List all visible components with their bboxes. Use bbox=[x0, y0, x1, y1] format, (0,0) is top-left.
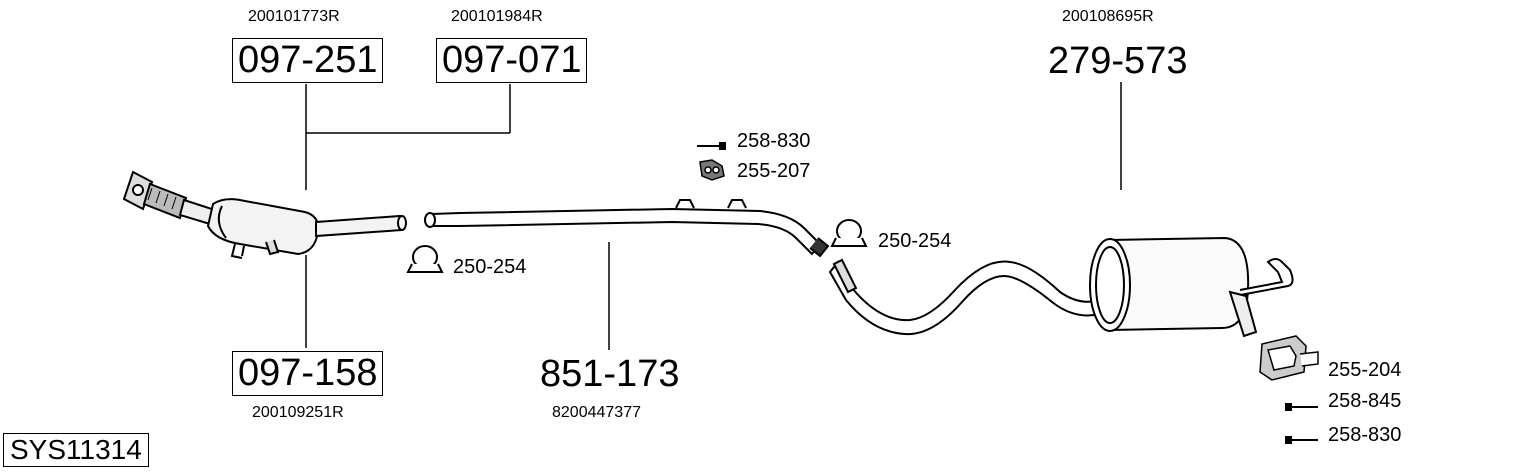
mid-pipe-oem-number: 8200447377 bbox=[552, 404, 641, 421]
rear-silencer-drawing bbox=[828, 236, 1294, 338]
catalytic-converter-drawing bbox=[122, 170, 407, 259]
clamp-right-icon bbox=[830, 219, 868, 247]
system-id-label: SYS11314 bbox=[3, 433, 149, 467]
bolt-top-icon bbox=[697, 142, 726, 150]
bolt-rear-1-part-number[interactable]: 258-845 bbox=[1328, 390, 1402, 412]
rear-silencer-oem-number: 200108695R bbox=[1062, 8, 1154, 25]
middle-pipe-drawing bbox=[424, 199, 830, 258]
bolt-rear-1-icon bbox=[1285, 403, 1318, 411]
bolt-top-part-number[interactable]: 258-830 bbox=[737, 130, 811, 152]
clamp-left-part-number[interactable]: 250-254 bbox=[453, 256, 527, 278]
rubber-top-part-number[interactable]: 255-207 bbox=[737, 160, 811, 182]
rear-silencer-part-number[interactable]: 279-573 bbox=[1048, 40, 1188, 82]
cat-a-oem-number: 200101773R bbox=[248, 8, 340, 25]
cat-b-oem-number: 200101984R bbox=[451, 8, 543, 25]
clamp-left-icon bbox=[406, 245, 444, 273]
leader-lines bbox=[305, 82, 1122, 350]
bolt-rear-2-part-number[interactable]: 258-830 bbox=[1328, 424, 1402, 446]
mid-pipe-part-number[interactable]: 851-173 bbox=[540, 353, 680, 395]
clamp-right-part-number[interactable]: 250-254 bbox=[878, 230, 952, 252]
bolt-rear-2-icon bbox=[1285, 436, 1318, 444]
cat-b-part-number[interactable]: 097-071 bbox=[436, 38, 588, 83]
rubber-rear-part-number[interactable]: 255-204 bbox=[1328, 359, 1402, 381]
cat-a-part-number[interactable]: 097-251 bbox=[232, 38, 384, 83]
rubber-mount-top-icon bbox=[699, 159, 725, 181]
dpf-oem-number: 200109251R bbox=[252, 404, 344, 421]
dpf-part-number[interactable]: 097-158 bbox=[232, 351, 384, 396]
rubber-mount-rear-icon bbox=[1259, 335, 1319, 381]
